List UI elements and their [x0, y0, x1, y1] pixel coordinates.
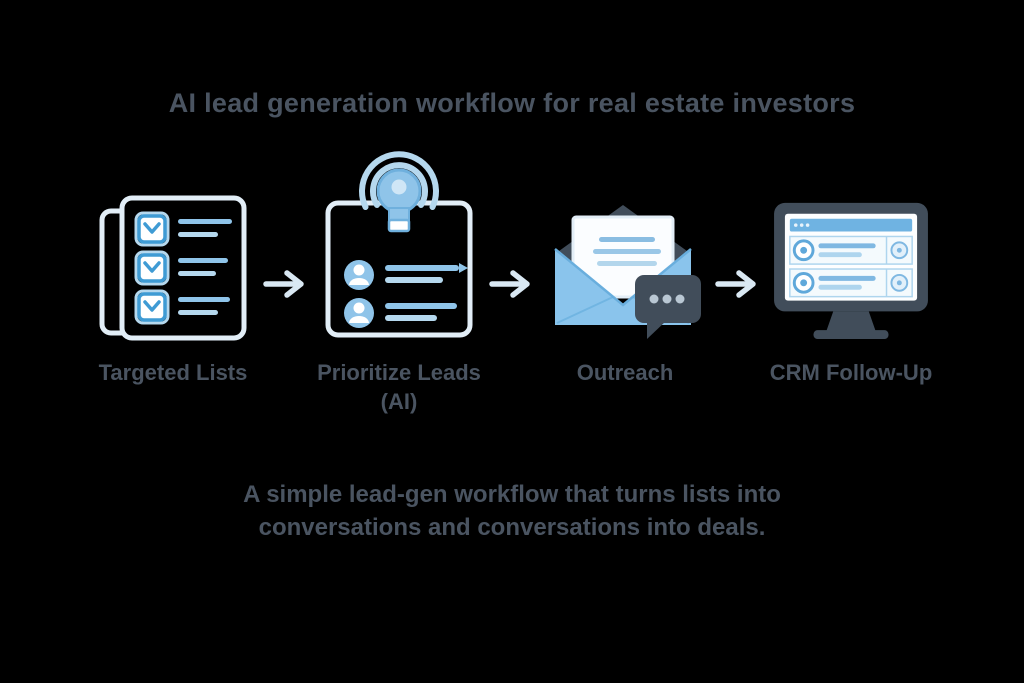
lightbulb-leads-icon — [319, 151, 479, 343]
caption: A simple lead-gen workflow that turns li… — [243, 481, 781, 542]
arrow-right-icon — [263, 161, 309, 375]
arrow-right-icon — [489, 161, 535, 375]
crm-monitor-icon — [767, 161, 935, 343]
workflow-steps: Targeted Lists — [0, 151, 1024, 416]
page-title: AI lead generation workflow for real est… — [168, 88, 856, 118]
arrow-right-icon — [715, 161, 761, 375]
checklist-icon — [98, 161, 248, 343]
step-crm-follow-up: CRM Follow-Up — [765, 161, 937, 388]
step-prioritize-leads: Prioritize Leads (AI) — [313, 151, 485, 416]
step-targeted-lists: Targeted Lists — [87, 161, 259, 388]
step-label-targeted-lists: Targeted Lists — [98, 360, 248, 385]
step-label-crm-follow-up: CRM Follow-Up — [769, 360, 933, 385]
step-label-prioritize-leads: Prioritize Leads (AI) — [317, 360, 481, 414]
envelope-chat-icon — [543, 161, 708, 343]
step-label-outreach: Outreach — [576, 360, 674, 385]
step-outreach: Outreach — [539, 161, 711, 388]
